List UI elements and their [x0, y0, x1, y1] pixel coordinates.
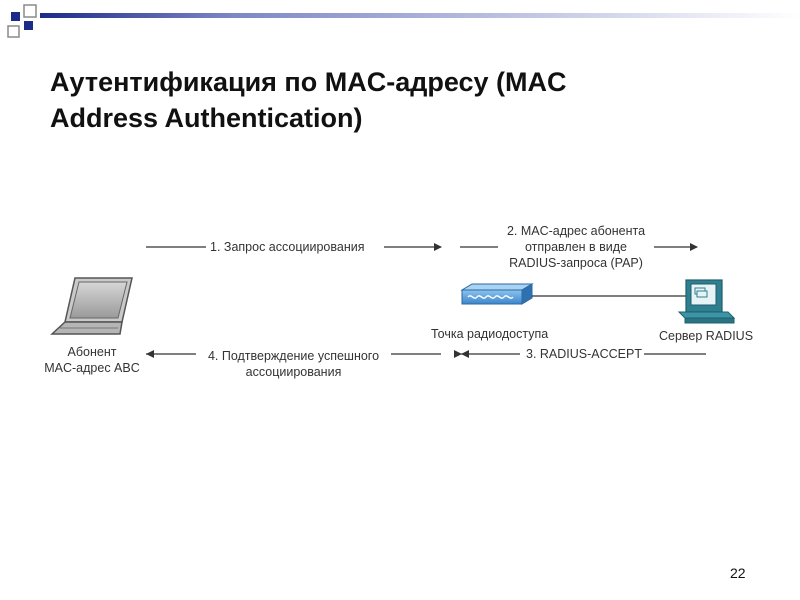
page-number: 22: [730, 565, 746, 581]
deco-square-gray-1: [23, 4, 37, 18]
step1-label: 1. Запрос ассоциирования: [210, 240, 365, 254]
step3-label: 3. RADIUS-ACCEPT: [526, 347, 642, 361]
slide-title-line-1: Аутентификация по MAC-адресу (MAC: [50, 67, 567, 97]
access-point-icon: [460, 283, 534, 305]
step4-label: 4. Подтверждение успешного ассоциировани…: [196, 348, 391, 380]
radius-server-label: Сервер RADIUS: [659, 329, 754, 343]
step2-label-line-3: RADIUS-запроса (PAP): [509, 256, 643, 270]
arrowhead-step3: [461, 350, 469, 358]
server-icon: [677, 279, 736, 324]
subscriber-label: Абонент MAC-адрес ABC: [22, 344, 162, 376]
header-gradient-bar: [40, 13, 800, 18]
step2-label-line-1: 2. MAC-адрес абонента: [506, 224, 646, 238]
subscriber-mac: MAC-адрес ABC: [44, 361, 140, 375]
access-point-label: Точка радиодоступа: [431, 327, 549, 341]
laptop-icon: [50, 277, 133, 335]
slide-title: Аутентификация по MAC-адресу (MAC Addres…: [50, 64, 750, 136]
deco-square-dark-1: [11, 12, 20, 21]
step4-label-line-1: 4. Подтверждение успешного: [207, 349, 380, 363]
deco-square-gray-2: [7, 25, 20, 38]
step4-label-line-2: ассоциирования: [245, 365, 342, 379]
step2-label: 2. MAC-адрес абонента отправлен в виде R…: [498, 223, 654, 271]
deco-square-dark-2: [24, 21, 33, 30]
slide-title-line-2: Address Authentication): [50, 103, 363, 133]
step2-label-line-2: отправлен в виде: [524, 240, 628, 254]
arrowhead-step4: [146, 350, 154, 358]
subscriber-name: Абонент: [67, 345, 117, 359]
header-decoration: [7, 4, 800, 38]
